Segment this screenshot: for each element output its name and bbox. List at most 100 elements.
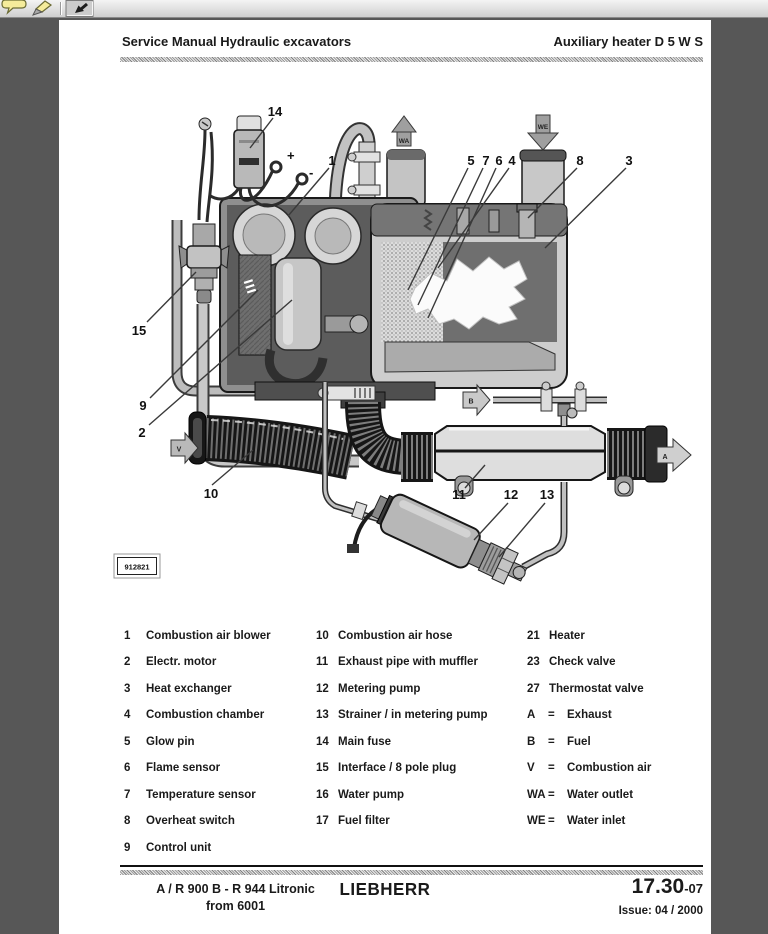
legend-item: WA=Water outlet bbox=[527, 788, 634, 801]
combustion-air-blower-scroll-2 bbox=[304, 207, 362, 265]
fuel-arrow: B bbox=[462, 383, 491, 417]
sign-pen-icon[interactable] bbox=[32, 0, 53, 16]
legend-item: V=Combustion air bbox=[527, 762, 652, 775]
combustion-air-arrow: V bbox=[170, 431, 199, 465]
select-arrow-button[interactable] bbox=[65, 0, 94, 17]
footer-speckle-rule bbox=[120, 870, 703, 875]
model-line-2: from 6001 bbox=[205, 898, 266, 913]
glow-pin bbox=[456, 207, 470, 235]
footer-solid-rule bbox=[120, 865, 703, 867]
brand-logo: LIEBHERR bbox=[339, 879, 431, 900]
figure-id-box: 912821 bbox=[113, 553, 161, 579]
legend-item: WE=Water inlet bbox=[527, 815, 626, 828]
flame bbox=[409, 256, 528, 330]
callout-7: 7 bbox=[482, 153, 489, 168]
spring bbox=[423, 209, 433, 231]
page-number-main: 17.30 bbox=[631, 875, 685, 898]
callout-3: 3 bbox=[625, 153, 632, 168]
strainer bbox=[477, 542, 528, 585]
callout-13: 13 bbox=[540, 487, 554, 502]
callout-10: 10 bbox=[204, 486, 218, 501]
wiring-harness-tubes bbox=[171, 220, 359, 468]
muffler bbox=[401, 425, 668, 497]
callout-15: 15 bbox=[132, 323, 146, 338]
header-rule bbox=[120, 57, 703, 62]
callout-6: 6 bbox=[495, 153, 502, 168]
heater-base bbox=[254, 381, 436, 401]
callout-numbers: 14 1 5 7 6 4 8 3 15 9 2 10 11 12 13 bbox=[132, 104, 633, 502]
water-inlet-arrow: WE bbox=[526, 114, 560, 151]
footer-issue-date: Issue: 04 / 2000 bbox=[618, 905, 703, 917]
metering-pump bbox=[370, 493, 528, 585]
callout-5: 5 bbox=[467, 153, 474, 168]
callout-9: 9 bbox=[139, 398, 146, 413]
legend-item: B=Fuel bbox=[527, 735, 591, 748]
callout-4: 4 bbox=[508, 153, 516, 168]
exhaust-stub bbox=[340, 391, 386, 409]
exhaust-elbow bbox=[345, 401, 409, 475]
water-outlet-arrow: WA bbox=[391, 115, 417, 147]
header-left-title: Service Manual Hydraulic excavators bbox=[122, 34, 352, 49]
document-page: Service Manual Hydraulic excavators Auxi… bbox=[59, 20, 711, 934]
electric-motor bbox=[274, 257, 322, 351]
fuel-line bbox=[493, 381, 607, 571]
sensor-pin bbox=[488, 209, 500, 233]
combustion-chamber-wall bbox=[381, 242, 443, 342]
callout-12: 12 bbox=[504, 487, 518, 502]
toolbar bbox=[0, 0, 768, 18]
plus-terminal-label: + bbox=[287, 148, 295, 163]
exhaust-duct bbox=[384, 341, 556, 373]
model-line-1: A / R 900 B - R 944 Litronic bbox=[156, 882, 315, 896]
callout-leader-lines bbox=[146, 117, 627, 558]
page-number-suffix: -07 bbox=[684, 881, 703, 896]
fuel-supply-line bbox=[322, 382, 382, 523]
we-label: WE bbox=[538, 124, 549, 131]
clamp-band bbox=[317, 385, 376, 401]
minus-terminal-label: - bbox=[309, 165, 313, 180]
control-unit bbox=[238, 254, 272, 356]
combustion-air-blower-scroll-1 bbox=[232, 203, 296, 267]
heater-unit bbox=[219, 197, 568, 409]
water-outlet-hose bbox=[328, 122, 381, 219]
callout-1: 1 bbox=[328, 153, 335, 168]
select-arrow-head bbox=[75, 5, 84, 13]
comment-balloon-icon[interactable] bbox=[1, 0, 27, 15]
legend-item: A=Exhaust bbox=[527, 709, 612, 722]
combustion-air-hose bbox=[188, 411, 356, 480]
callout-14: 14 bbox=[268, 104, 283, 119]
heat-exchanger bbox=[370, 203, 568, 389]
main-fuse: + - bbox=[208, 115, 313, 208]
v-label: V bbox=[177, 447, 182, 454]
footer-model-range: A / R 900 B - R 944 Litronic from 6001 bbox=[123, 881, 348, 915]
overheat-switch bbox=[516, 203, 538, 239]
water-outlet-stub bbox=[386, 149, 426, 207]
check-valve bbox=[557, 403, 571, 417]
b-label: B bbox=[468, 399, 473, 406]
muffler-mount-tabs bbox=[454, 475, 634, 497]
metering-pump-cable bbox=[347, 502, 387, 553]
callout-8: 8 bbox=[576, 153, 583, 168]
toolbar-icons bbox=[1, 0, 94, 17]
internal-hose-loop bbox=[264, 348, 328, 389]
